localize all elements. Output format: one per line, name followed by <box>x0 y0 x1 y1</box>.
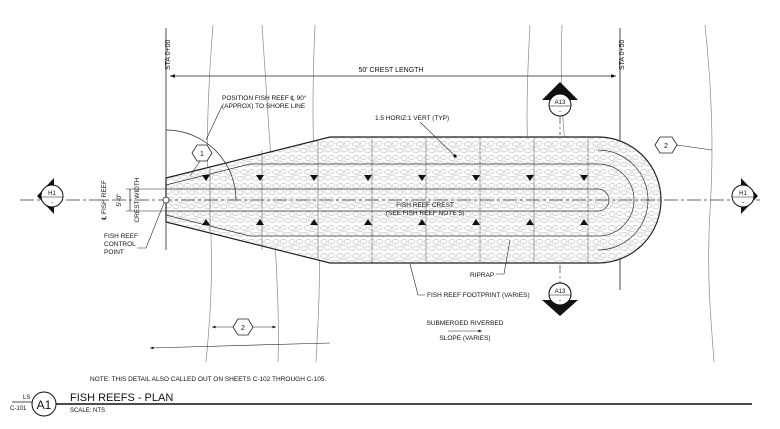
sheet-ref-top: LS <box>23 395 30 401</box>
crest-marker <box>202 219 210 225</box>
note-2-bottom-hexagon <box>232 318 254 336</box>
crest-width-dimension-label: 5'-0" <box>116 193 123 207</box>
sheet-ref-bottom: C-101 <box>10 406 27 412</box>
footprint-label: FISH REEF FOOTPRINT (VARIES) <box>427 292 530 299</box>
section-marker-right-sheet: - <box>742 200 744 206</box>
slope-line-lower <box>165 214 598 237</box>
station-label-start: STA 0+00 <box>165 39 172 70</box>
control-point-symbol <box>162 196 170 204</box>
control-point-label-1: FISH REEF <box>104 233 138 240</box>
position-arc-leader <box>205 105 223 141</box>
crest-marker <box>418 175 426 181</box>
note-1-hexagon <box>191 144 213 162</box>
crest-marker <box>418 219 426 225</box>
title-block: LS C-101 A1 FISH REEFS - PLAN SCALE: NTS <box>10 391 752 417</box>
section-marker-left-id: H1 <box>48 191 56 197</box>
footprint-leader <box>409 263 425 296</box>
crest-marker <box>202 175 210 181</box>
detail-title: FISH REEFS - PLAN <box>70 392 173 404</box>
crest-label-line2: (SEE FISH REEF NOTE 5) <box>386 210 464 217</box>
note-2-bottom-number: 2 <box>241 325 245 332</box>
crest-marker <box>256 175 264 181</box>
slope-leader <box>419 121 456 157</box>
riprap-leader <box>496 239 511 275</box>
crest-marker <box>472 219 480 225</box>
fish-reef-cl-label: ℄ FISH REEF <box>101 180 108 221</box>
crest-marker <box>310 219 318 225</box>
control-point-label-3: POINT <box>104 249 124 256</box>
note-1-number: 1 <box>200 151 204 158</box>
section-marker-bottom[interactable]: A13 - <box>542 282 578 316</box>
contour-line <box>526 24 531 151</box>
crest-marker <box>580 175 588 181</box>
crest-length-label: 50' CREST LENGTH <box>358 67 423 74</box>
crest-marker <box>526 219 534 225</box>
riverbed-extent-dimension <box>149 342 331 350</box>
section-marker-right-id: H1 <box>739 191 747 197</box>
station-label-end: STA 0+50 <box>619 39 626 70</box>
note-2-right-leader <box>676 144 713 151</box>
crest-marker <box>580 219 588 225</box>
position-label-line2: (APPROX) TO SHORE LINE <box>222 103 306 110</box>
section-marker-top[interactable]: A13 - <box>542 82 578 117</box>
riverbed-label-line2: SLOPE (VARIES) <box>439 335 490 342</box>
note-2-right-number: 2 <box>664 143 668 150</box>
slope-line-upper <box>165 163 598 186</box>
crest-width-label: CREST WIDTH <box>134 177 141 222</box>
crest-marker <box>310 175 318 181</box>
slope-label: 1.5 HORIZ:1 VERT (TYP) <box>375 115 449 122</box>
detail-scale: SCALE: NTS <box>70 408 105 414</box>
position-angle-arc <box>165 129 237 201</box>
section-marker-top-sheet: - <box>559 109 561 115</box>
riverbed-label-line1: SUBMERGED RIVERBED <box>427 320 504 327</box>
crest-marker <box>364 175 372 181</box>
crest-marker <box>364 219 372 225</box>
crest-marker <box>472 175 480 181</box>
cap-arc-outer <box>597 163 635 237</box>
crest-markers <box>202 175 588 225</box>
slope-leader-dot <box>453 154 457 158</box>
crest-marker <box>256 219 264 225</box>
detail-id: A1 <box>37 398 52 412</box>
section-marker-left[interactable]: H1 - <box>37 178 64 214</box>
position-label-line1: POSITION FISH REEF ℄ 90° <box>222 94 307 102</box>
crest-label-line1: FISH REEF CREST <box>396 202 454 209</box>
note-1-leader <box>189 160 201 177</box>
contour-line <box>704 24 715 363</box>
section-marker-left-sheet: - <box>51 200 53 206</box>
section-marker-right[interactable]: H1 - <box>731 178 758 214</box>
section-marker-top-id: A13 <box>555 100 566 106</box>
crest-marker <box>526 175 534 181</box>
section-marker-bottom-sheet: - <box>559 298 561 304</box>
section-marker-bottom-id: A13 <box>555 289 566 295</box>
control-point-label-2: CONTROL <box>104 241 136 248</box>
control-point-leader <box>137 202 165 249</box>
riprap-label: RIPRAP <box>470 272 494 279</box>
sheet-note: NOTE: THIS DETAIL ALSO CALLED OUT ON SHE… <box>90 376 326 383</box>
